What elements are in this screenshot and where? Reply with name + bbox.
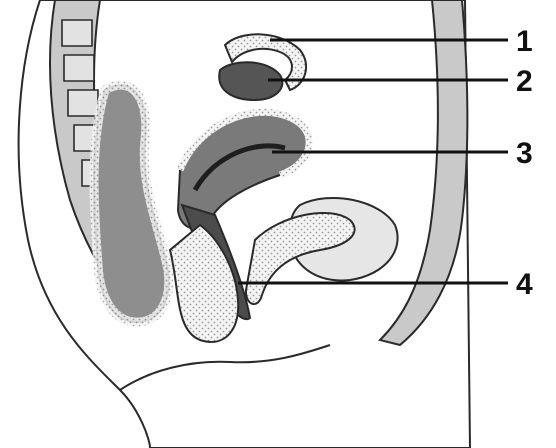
label-4: 4: [516, 268, 533, 301]
label-2: 2: [516, 65, 533, 98]
uterus-wall: [176, 108, 313, 179]
label-1: 1: [516, 25, 533, 58]
fallopian-tube: [223, 33, 308, 92]
perineum: [168, 223, 240, 343]
buttock-contour: [119, 344, 331, 391]
rectum-wall: [89, 80, 174, 327]
label-3: 3: [516, 137, 533, 170]
ovary: [218, 61, 284, 102]
abdominal-wall: [378, 0, 469, 347]
pubic-symphysis: [244, 212, 356, 305]
callout-lines: [238, 38, 508, 285]
uterine-cavity: [192, 143, 286, 192]
